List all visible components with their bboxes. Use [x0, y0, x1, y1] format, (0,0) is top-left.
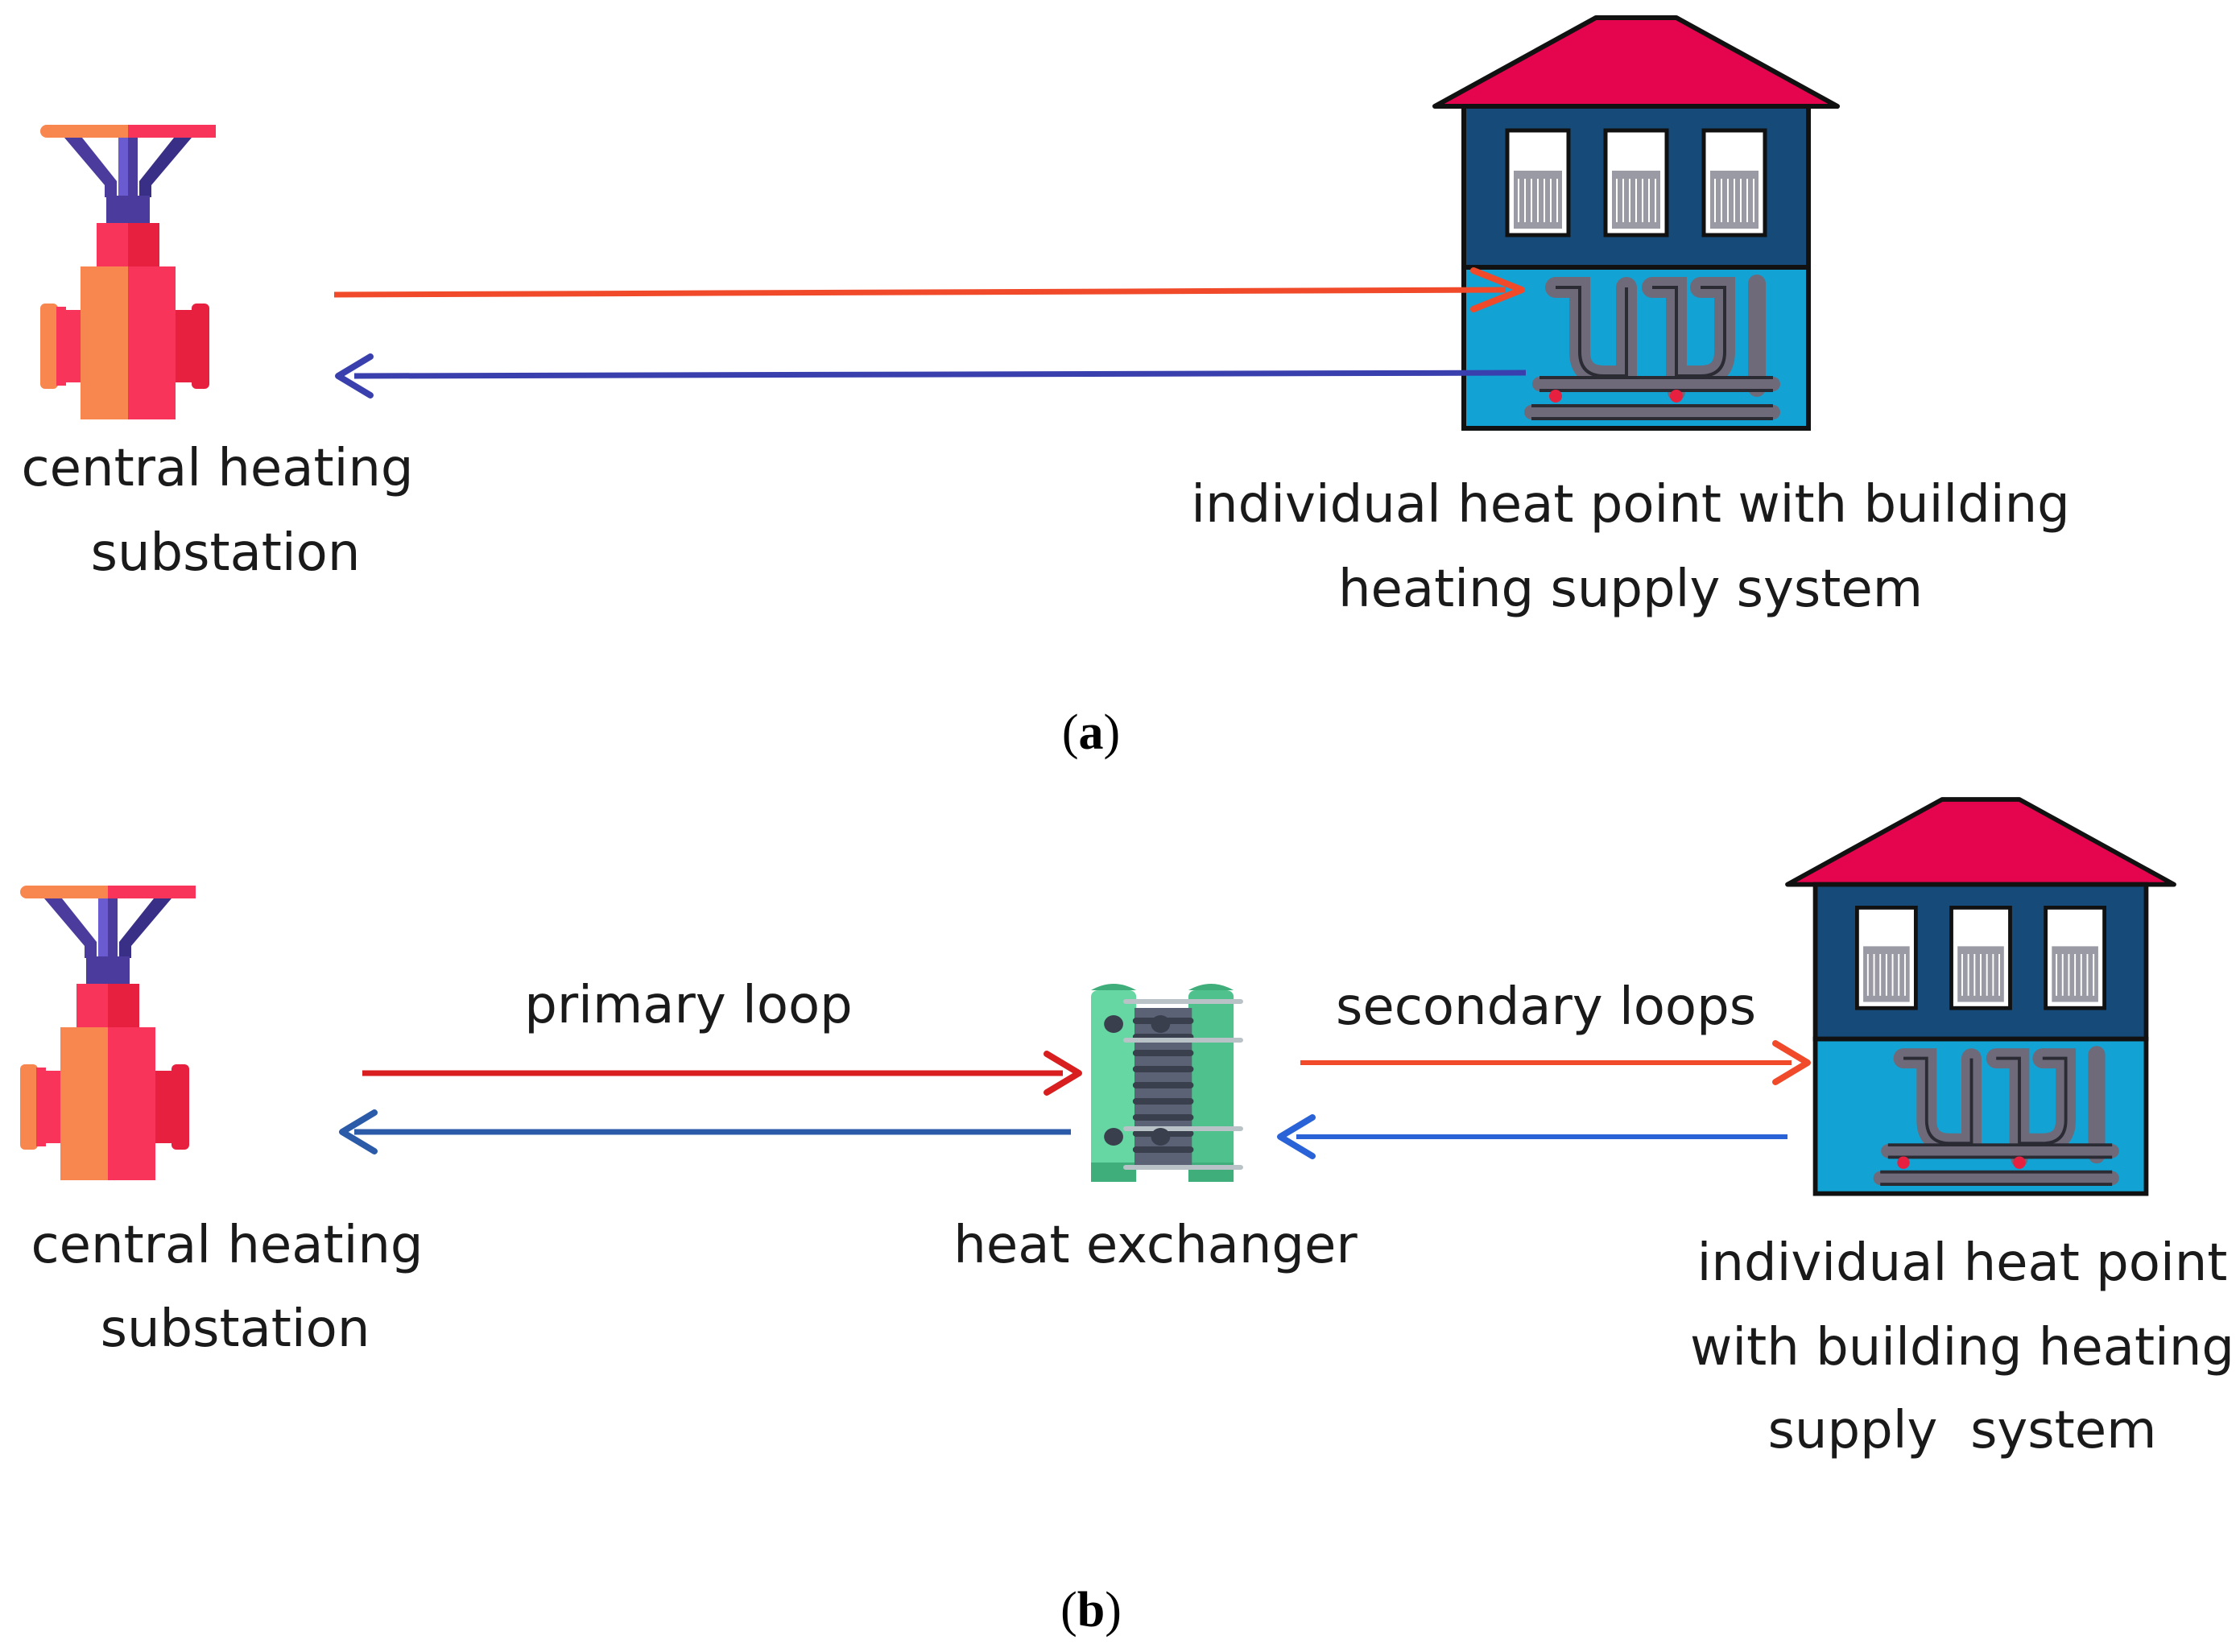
secondary-supply-arrow [1300, 1040, 1811, 1085]
house-label-line-2: with building heating [1690, 1318, 2234, 1377]
house-label-line-1: individual heat point [1697, 1233, 2228, 1293]
primary-loop-label: primary loop [524, 976, 853, 1035]
valve-icon [40, 125, 216, 419]
return-arrow [335, 353, 1527, 399]
caption-a: (a) [1062, 705, 1120, 760]
primary-supply-arrow [362, 1051, 1082, 1096]
panel-a: central heating substation individual he… [21, 18, 2070, 760]
source-label-line-1: central heating [31, 1216, 423, 1275]
panel-b: primary loop secondary loops heat exchan… [20, 799, 2234, 1638]
house-icon [1435, 18, 1837, 428]
caption-b: (b) [1060, 1583, 1122, 1638]
source-label-line-1: central heating [21, 439, 413, 498]
supply-arrow [333, 267, 1525, 312]
heat-exchanger-icon [1091, 984, 1241, 1182]
house-icon [1787, 799, 2174, 1194]
source-label-line-2: substation [91, 523, 361, 583]
source-label-line-2: substation [101, 1299, 370, 1359]
house-label-line-1: individual heat point with building [1191, 475, 2070, 535]
house-label-line-2: heating supply system [1338, 560, 1923, 619]
secondary-loops-label: secondary loops [1336, 977, 1756, 1037]
valve-icon [20, 886, 196, 1180]
secondary-return-arrow [1277, 1114, 1787, 1159]
primary-return-arrow [339, 1109, 1071, 1154]
heat-exchanger-label: heat exchanger [953, 1216, 1358, 1275]
house-label-line-3: supply system [1768, 1401, 2157, 1460]
